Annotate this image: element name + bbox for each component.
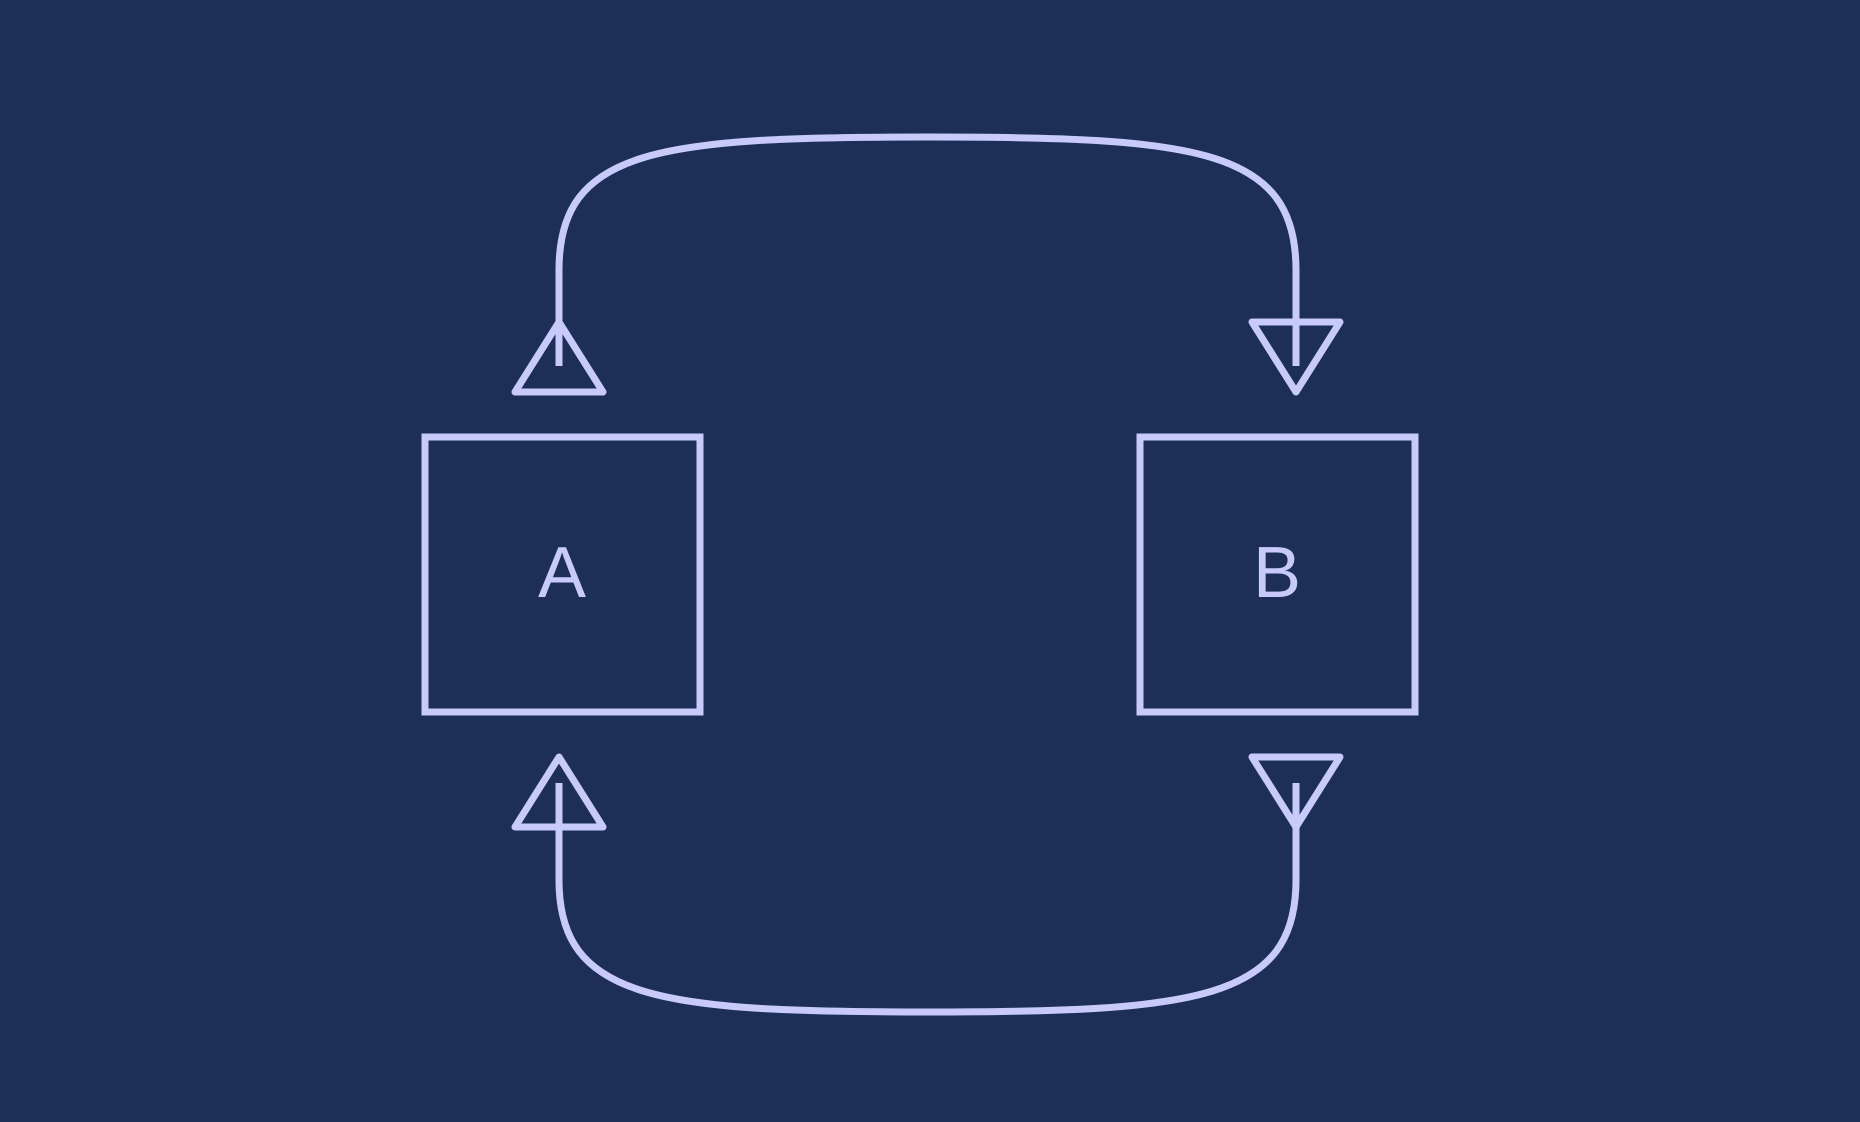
edge-top[interactable] <box>511 133 1344 396</box>
edge-bottom[interactable] <box>511 753 1344 1016</box>
arrowhead-into-b-bottom <box>1248 753 1344 831</box>
node-b-label: B <box>1253 533 1301 613</box>
node-a[interactable]: A <box>421 433 704 716</box>
node-a-label: A <box>538 533 586 613</box>
arrowhead-into-b-top <box>1248 318 1344 396</box>
node-b[interactable]: B <box>1136 433 1419 716</box>
arrowhead-into-a-top <box>511 318 607 396</box>
edge-top-path[interactable] <box>555 133 1300 366</box>
edge-bottom-path[interactable] <box>555 783 1300 1016</box>
arrowhead-into-a-bottom <box>511 753 607 831</box>
node-a-box[interactable] <box>421 433 704 716</box>
node-b-box[interactable] <box>1136 433 1419 716</box>
